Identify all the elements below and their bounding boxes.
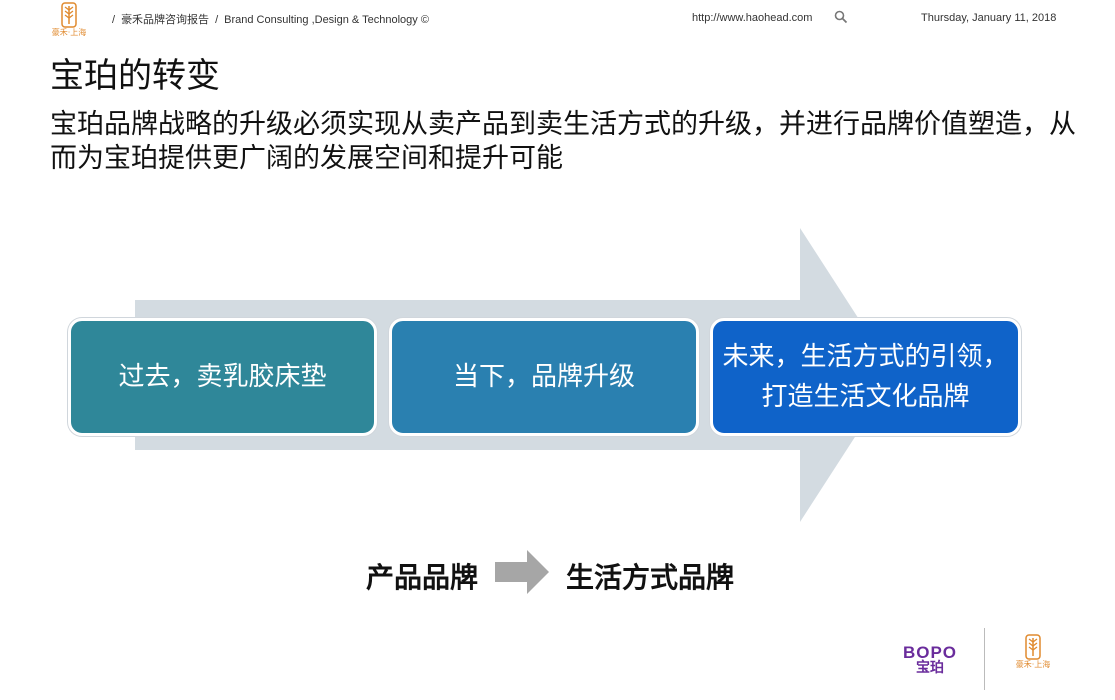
website-link[interactable]: http://www.haohead.com [692, 12, 813, 24]
search-icon[interactable] [834, 10, 848, 24]
separator: / [112, 14, 116, 26]
stage-future-label-line1: 未来，生活方式的引领， [722, 342, 1009, 372]
bopo-logo-cn: 宝珀 [916, 660, 944, 676]
wheat-logo-icon [61, 2, 77, 28]
stage-past-label: 过去，卖乳胶床垫 [118, 362, 327, 392]
wheat-logo-icon [1025, 634, 1041, 660]
header-breadcrumb: / 豪禾品牌咨询报告 / Brand Consulting ,Design & Tec… [112, 11, 435, 27]
right-arrow-icon [495, 550, 549, 594]
bopo-logo: BOPO 宝珀 [897, 644, 963, 676]
date-label: Thursday, January 11, 2018 [921, 12, 1057, 24]
tagline: Brand Consulting ,Design & Technology © [224, 14, 429, 26]
footer-logo-caption: 豪禾·上海 [1015, 660, 1051, 669]
page-title: 宝珀的转变 [50, 56, 220, 96]
stage-future-label-line2: 打造生活文化品牌 [761, 382, 970, 412]
stage-future: 未来，生活方式的引领， 打造生活文化品牌 [710, 318, 1021, 436]
footer-divider [984, 628, 985, 690]
stage-present: 当下，品牌升级 [389, 318, 699, 436]
report-name: 豪禾品牌咨询报告 [121, 14, 210, 26]
subtitle: 宝珀品牌战略的升级必须实现从卖产品到卖生活方式的升级，并进行品牌价值塑造，从而为… [50, 109, 1076, 174]
haohe-logo-footer: 豪禾·上海 [1008, 634, 1058, 680]
separator: / [215, 14, 219, 26]
to-label: 生活方式品牌 [566, 561, 735, 594]
from-label: 产品品牌 [366, 561, 479, 594]
stage-present-label: 当下，品牌升级 [452, 362, 635, 392]
haohe-logo: 豪禾·上海 [44, 2, 94, 42]
bopo-logo-en: BOPO [902, 643, 958, 662]
stage-past: 过去，卖乳胶床垫 [68, 318, 377, 436]
logo-caption: 豪禾·上海 [51, 28, 87, 37]
